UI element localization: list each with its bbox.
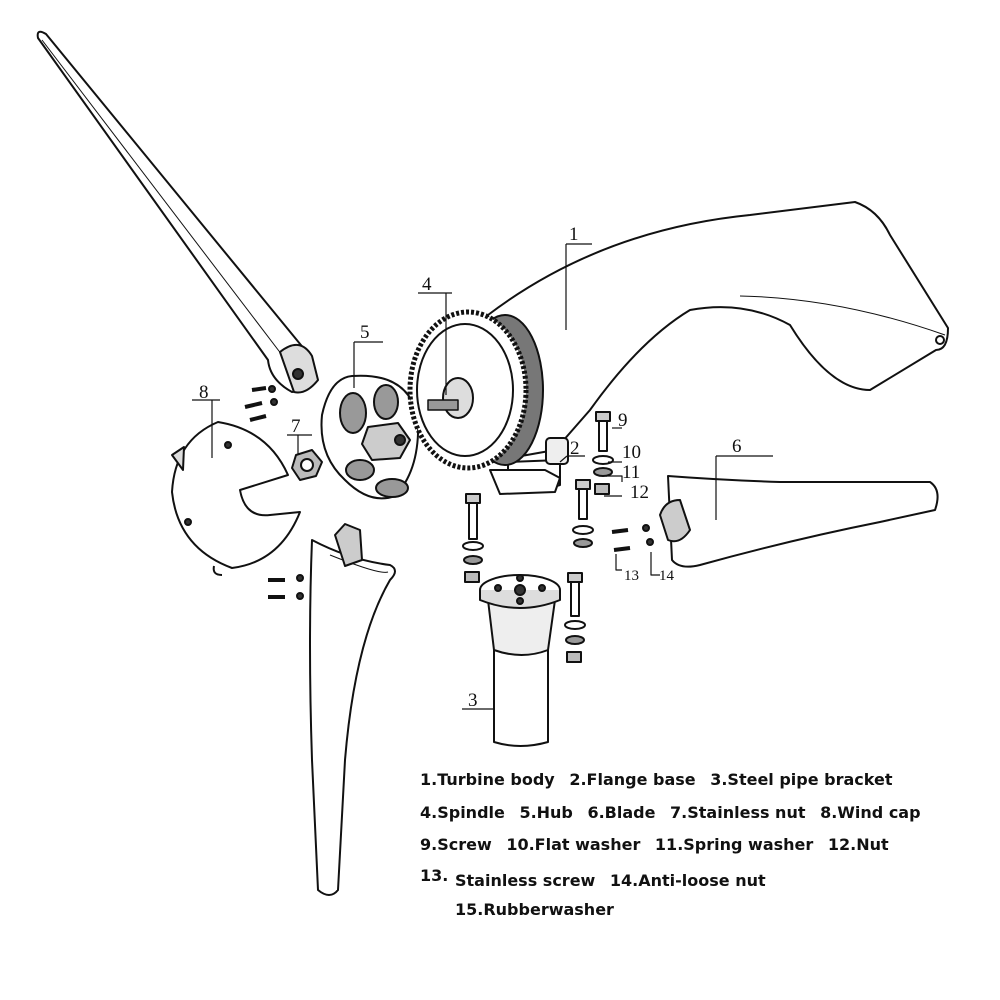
wind-cap: [171, 421, 301, 576]
legend-13-number: 13.: [420, 866, 449, 885]
callout-14: 14: [659, 568, 675, 584]
legend-line-1: 1.Turbine body 2.Flange base 3.Steel pip…: [420, 770, 902, 789]
legend-stainless-screw: Stainless screw: [455, 871, 596, 890]
callout-12: 12: [630, 482, 649, 503]
callout-5: 5: [360, 322, 370, 343]
legend-flange-base: 2.Flange base: [569, 770, 696, 789]
callout-4: 4: [422, 274, 432, 295]
legend-stainless-nut: 7.Stainless nut: [670, 803, 806, 822]
legend-flat-washer: 10.Flat washer: [506, 835, 641, 854]
callout-6: 6: [732, 436, 742, 457]
callout-1: 1: [569, 224, 579, 245]
legend-blade: 6.Blade: [587, 803, 656, 822]
callout-10: 10: [622, 442, 641, 463]
legend-nut: 12.Nut: [827, 835, 889, 854]
legend-screw: 9.Screw: [420, 835, 492, 854]
legend-steel-pipe-bracket: 3.Steel pipe bracket: [710, 770, 893, 789]
blade-lower: [309, 523, 396, 896]
legend-line-4: Stainless screw 14.Anti-loose nut: [455, 871, 775, 890]
steel-pipe-bracket: [479, 574, 561, 747]
legend-hub: 5.Hub: [519, 803, 573, 822]
legend-wind-cap: 8.Wind cap: [820, 803, 921, 822]
legend-line-2: 4.Spindle 5.Hub 6.Blade 7.Stainless nut …: [420, 803, 930, 822]
callout-11: 11: [622, 462, 640, 483]
callout-13: 13: [624, 568, 639, 584]
legend-anti-loose-nut: 14.Anti-loose nut: [609, 871, 766, 890]
hardware-set: [244, 385, 654, 663]
blade-upper-left: [36, 30, 319, 394]
callout-2: 2: [570, 438, 580, 459]
blade-right: [659, 475, 939, 568]
callout-9: 9: [618, 410, 628, 431]
hub: [320, 374, 420, 500]
legend-line-3: 9.Screw 10.Flat washer 11.Spring washer …: [420, 835, 898, 854]
legend-spindle: 4.Spindle: [420, 803, 505, 822]
turbine-body: [487, 201, 949, 495]
callout-8: 8: [199, 382, 209, 403]
leader-lines: [192, 243, 773, 710]
legend-turbine-body: 1.Turbine body: [420, 770, 555, 789]
legend-rubber-washer: 15.Rubberwasher: [455, 900, 614, 919]
stainless-nut: [291, 449, 323, 481]
spindle-generator: [407, 309, 544, 471]
legend-spring-washer: 11.Spring washer: [654, 835, 814, 854]
legend-line-4-number: 13.: [420, 866, 448, 885]
legend-line-5: 15.Rubberwasher: [455, 900, 623, 919]
callout-7: 7: [291, 416, 301, 437]
callout-3: 3: [468, 690, 478, 711]
